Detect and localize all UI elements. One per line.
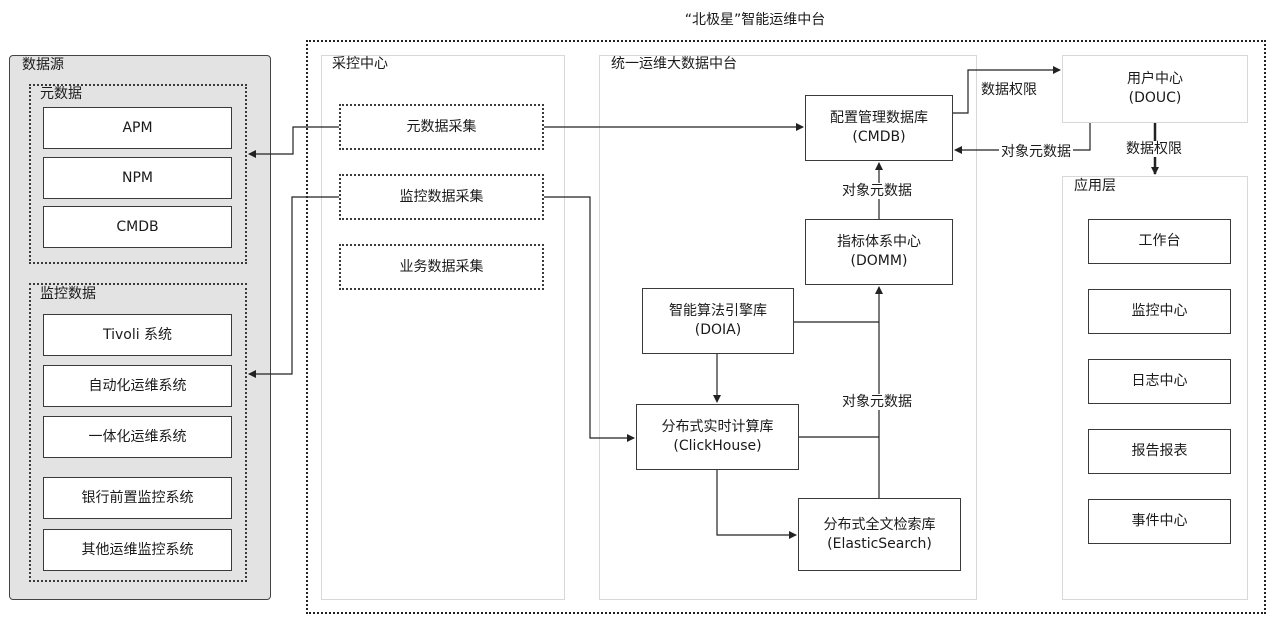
es-node: 分布式全文检索库 (ElasticSearch) <box>798 498 961 571</box>
clickhouse-node-name: 分布式实时计算库 <box>661 419 774 435</box>
cmdb-node-name: 配置管理数据库 <box>830 110 928 126</box>
source-auto-ops-label: 自动化运维系统 <box>88 377 187 394</box>
app-monitor-center-label: 监控中心 <box>1131 303 1188 319</box>
source-integrated-ops-label: 一体化运维系统 <box>88 428 187 445</box>
source-cmdb: CMDB <box>43 206 232 248</box>
app-monitor-center: 监控中心 <box>1088 289 1231 334</box>
doia-node-code: (DOIA) <box>694 322 742 338</box>
user-center-node: 用户中心 (DOUC) <box>1062 55 1248 123</box>
doia-node-name: 智能算法引擎库 <box>669 303 767 319</box>
datasource-label: 数据源 <box>22 57 64 73</box>
meta-group <box>29 84 247 264</box>
es-node-code: (ElasticSearch) <box>827 535 932 552</box>
app-event-center: 事件中心 <box>1088 499 1231 544</box>
source-npm: NPM <box>43 157 232 199</box>
collect-meta-label: 元数据采集 <box>406 118 477 135</box>
user-center-code: (DOUC) <box>1128 90 1182 106</box>
source-tivoli: Tivoli 系统 <box>43 314 232 356</box>
app-log-center-label: 日志中心 <box>1131 373 1188 389</box>
source-tivoli-label: Tivoli 系统 <box>102 326 173 343</box>
source-bank-frontend: 银行前置监控系统 <box>43 477 232 519</box>
edge-label-data-permission-top: 数据权限 <box>979 82 1039 98</box>
monitor-group-label: 监控数据 <box>40 286 96 302</box>
es-node-name: 分布式全文检索库 <box>823 516 936 533</box>
app-layer-label: 应用层 <box>1074 178 1116 194</box>
collect-business: 业务数据采集 <box>339 244 544 290</box>
clickhouse-node-code: (ClickHouse) <box>673 438 762 454</box>
source-cmdb-label: CMDB <box>116 218 159 235</box>
app-reports-label: 报告报表 <box>1131 443 1188 459</box>
app-log-center: 日志中心 <box>1088 359 1231 404</box>
cmdb-node: 配置管理数据库 (CMDB) <box>805 95 953 161</box>
collection-label: 采控中心 <box>332 56 388 72</box>
source-integrated-ops: 一体化运维系统 <box>43 416 232 458</box>
platform-title: “北极星”智能运维中台 <box>684 12 826 28</box>
domm-node: 指标体系中心 (DOMM) <box>805 219 953 285</box>
domm-node-code: (DOMM) <box>850 253 908 269</box>
app-event-center-label: 事件中心 <box>1131 513 1188 529</box>
app-reports: 报告报表 <box>1088 429 1231 474</box>
source-bank-frontend-label: 银行前置监控系统 <box>81 489 194 506</box>
meta-group-label: 元数据 <box>40 86 82 102</box>
bigdata-label: 统一运维大数据中台 <box>611 56 737 72</box>
source-auto-ops: 自动化运维系统 <box>43 365 232 407</box>
doia-node: 智能算法引擎库 (DOIA) <box>642 288 794 354</box>
cmdb-node-code: (CMDB) <box>852 129 906 145</box>
app-workbench: 工作台 <box>1088 219 1231 264</box>
source-other-ops: 其他运维监控系统 <box>43 529 232 571</box>
monitor-group <box>29 283 247 582</box>
collect-monitor: 监控数据采集 <box>339 174 544 220</box>
edge-label-data-permission-down: 数据权限 <box>1124 141 1184 157</box>
edge-label-object-meta-domm: 对象元数据 <box>840 183 914 199</box>
source-npm-label: NPM <box>122 169 153 186</box>
domm-node-name: 指标体系中心 <box>837 234 921 250</box>
collect-monitor-label: 监控数据采集 <box>399 188 484 205</box>
app-workbench-label: 工作台 <box>1138 233 1181 249</box>
source-apm: APM <box>43 107 232 149</box>
edge-label-object-meta-lower: 对象元数据 <box>840 394 914 410</box>
collect-meta: 元数据采集 <box>339 104 544 150</box>
edge-label-object-meta-right: 对象元数据 <box>999 144 1073 160</box>
user-center-name: 用户中心 <box>1127 71 1183 87</box>
source-other-ops-label: 其他运维监控系统 <box>81 541 194 558</box>
source-apm-label: APM <box>122 119 153 136</box>
collect-business-label: 业务数据采集 <box>399 258 484 275</box>
clickhouse-node: 分布式实时计算库 (ClickHouse) <box>636 404 799 470</box>
